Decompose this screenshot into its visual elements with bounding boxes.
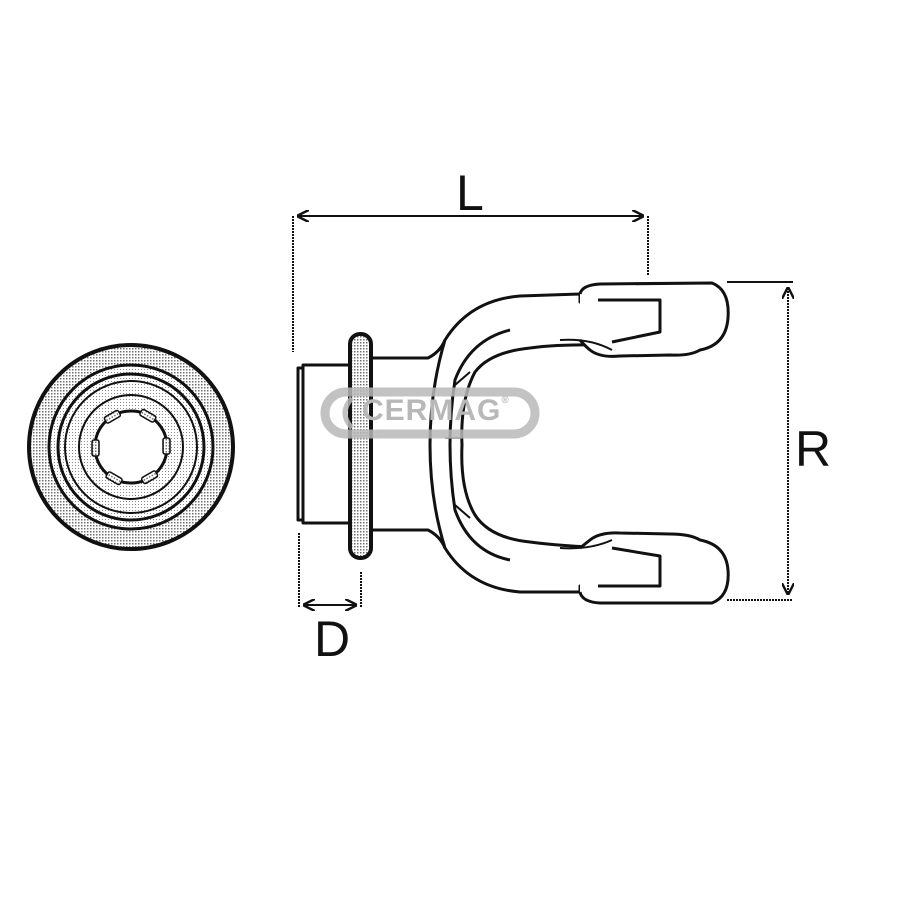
cermag-watermark [320, 387, 540, 439]
dimension-lines [292, 216, 793, 608]
dimension-label-depth: D [314, 611, 351, 667]
splined-hub-end-view [27, 343, 235, 551]
watermark-brand: CERMAG® [362, 396, 510, 426]
yoke-side-view [296, 281, 730, 605]
dimension-label-length: L [456, 165, 484, 221]
registered-mark: ® [501, 395, 510, 406]
watermark-brand-text: CERMAG [362, 394, 502, 427]
dimension-label-width: R [795, 421, 832, 477]
